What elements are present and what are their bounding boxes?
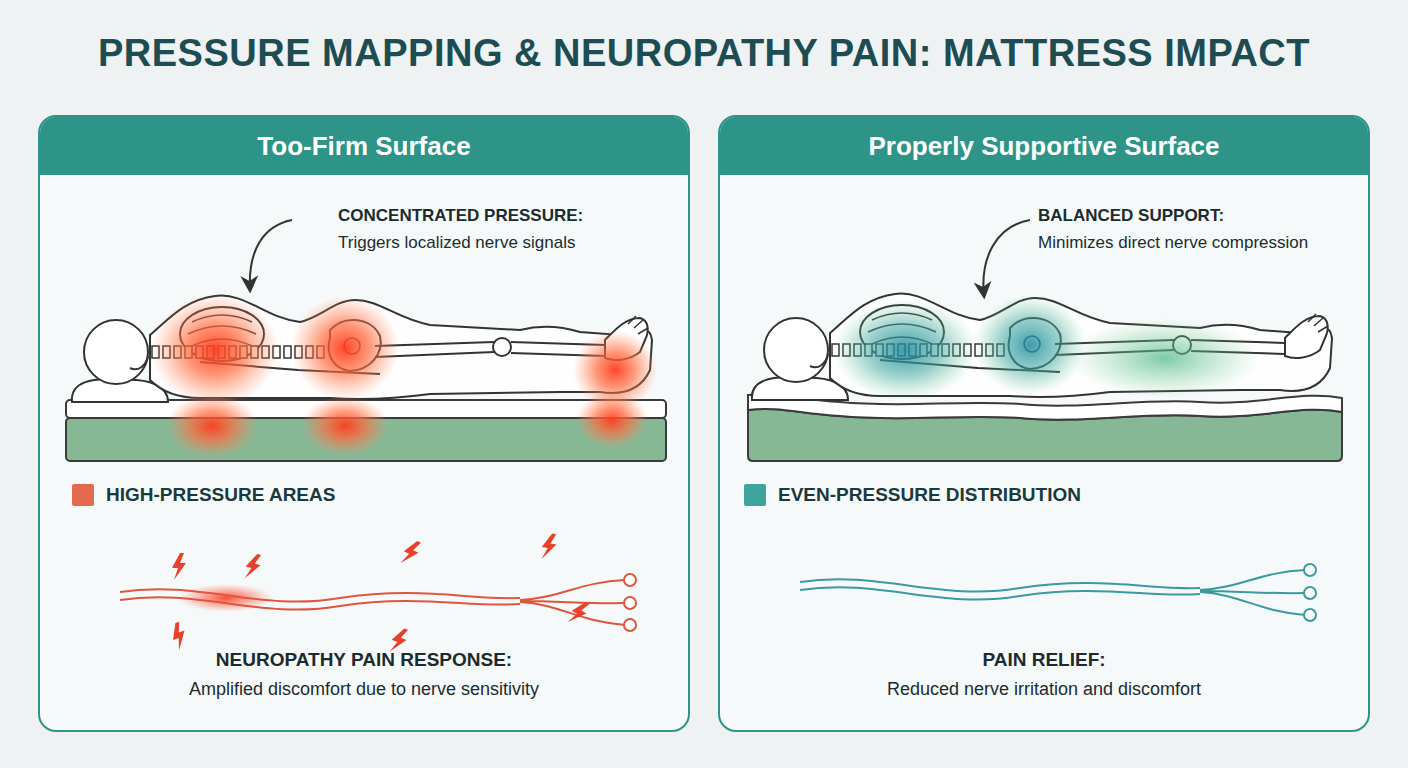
supportive-mattress: [748, 394, 1342, 461]
even-pressure-zone: [833, 300, 977, 400]
even-pressure-zone: [974, 295, 1086, 395]
pressure-hotspot: [151, 294, 279, 406]
pressure-hotspot: [151, 294, 657, 458]
supportive-mattress: [748, 409, 1342, 461]
pressure-hotspot: [166, 394, 258, 458]
even-pressure-zone: [833, 295, 1260, 400]
irritated-nerve: [120, 574, 636, 631]
even-pressure-zone: [1070, 318, 1260, 398]
firm-mattress: [66, 400, 666, 461]
irritated-nerve: [566, 598, 592, 628]
panel-header: Too-Firm Surface: [40, 117, 688, 175]
irritated-nerve: [168, 621, 190, 651]
supportive-mattress: [748, 394, 1342, 419]
panel-header: Properly Supportive Surface: [720, 117, 1368, 175]
irritated-nerve: [399, 538, 423, 568]
surface-panel: Too-Firm Surface: [38, 115, 690, 732]
irritated-nerve: [172, 553, 186, 580]
irritated-nerve: [243, 552, 264, 582]
firm-mattress: [66, 400, 666, 418]
irritated-nerve: [178, 584, 274, 612]
pressure-hotspot: [291, 296, 399, 400]
calm-nerve: [800, 564, 1316, 621]
irritated-nerve: [120, 532, 636, 656]
firm-mattress: [66, 418, 666, 461]
page-title: PRESSURE MAPPING & NEUROPATHY PAIN: MATT…: [0, 32, 1408, 75]
callout-arrow: [250, 220, 292, 290]
pressure-hotspot: [576, 392, 648, 448]
skeleton-figure: [752, 294, 1332, 400]
skeleton-figure: [72, 296, 652, 402]
callout-arrow: [983, 220, 1030, 296]
calm-nerve: [800, 564, 1316, 621]
surface-panel: Properly Supportive Surface: [718, 115, 1370, 732]
pressure-hotspot: [301, 396, 389, 456]
irritated-nerve: [388, 626, 410, 656]
pressure-hotspot: [573, 330, 657, 410]
irritated-nerve: [540, 532, 558, 561]
